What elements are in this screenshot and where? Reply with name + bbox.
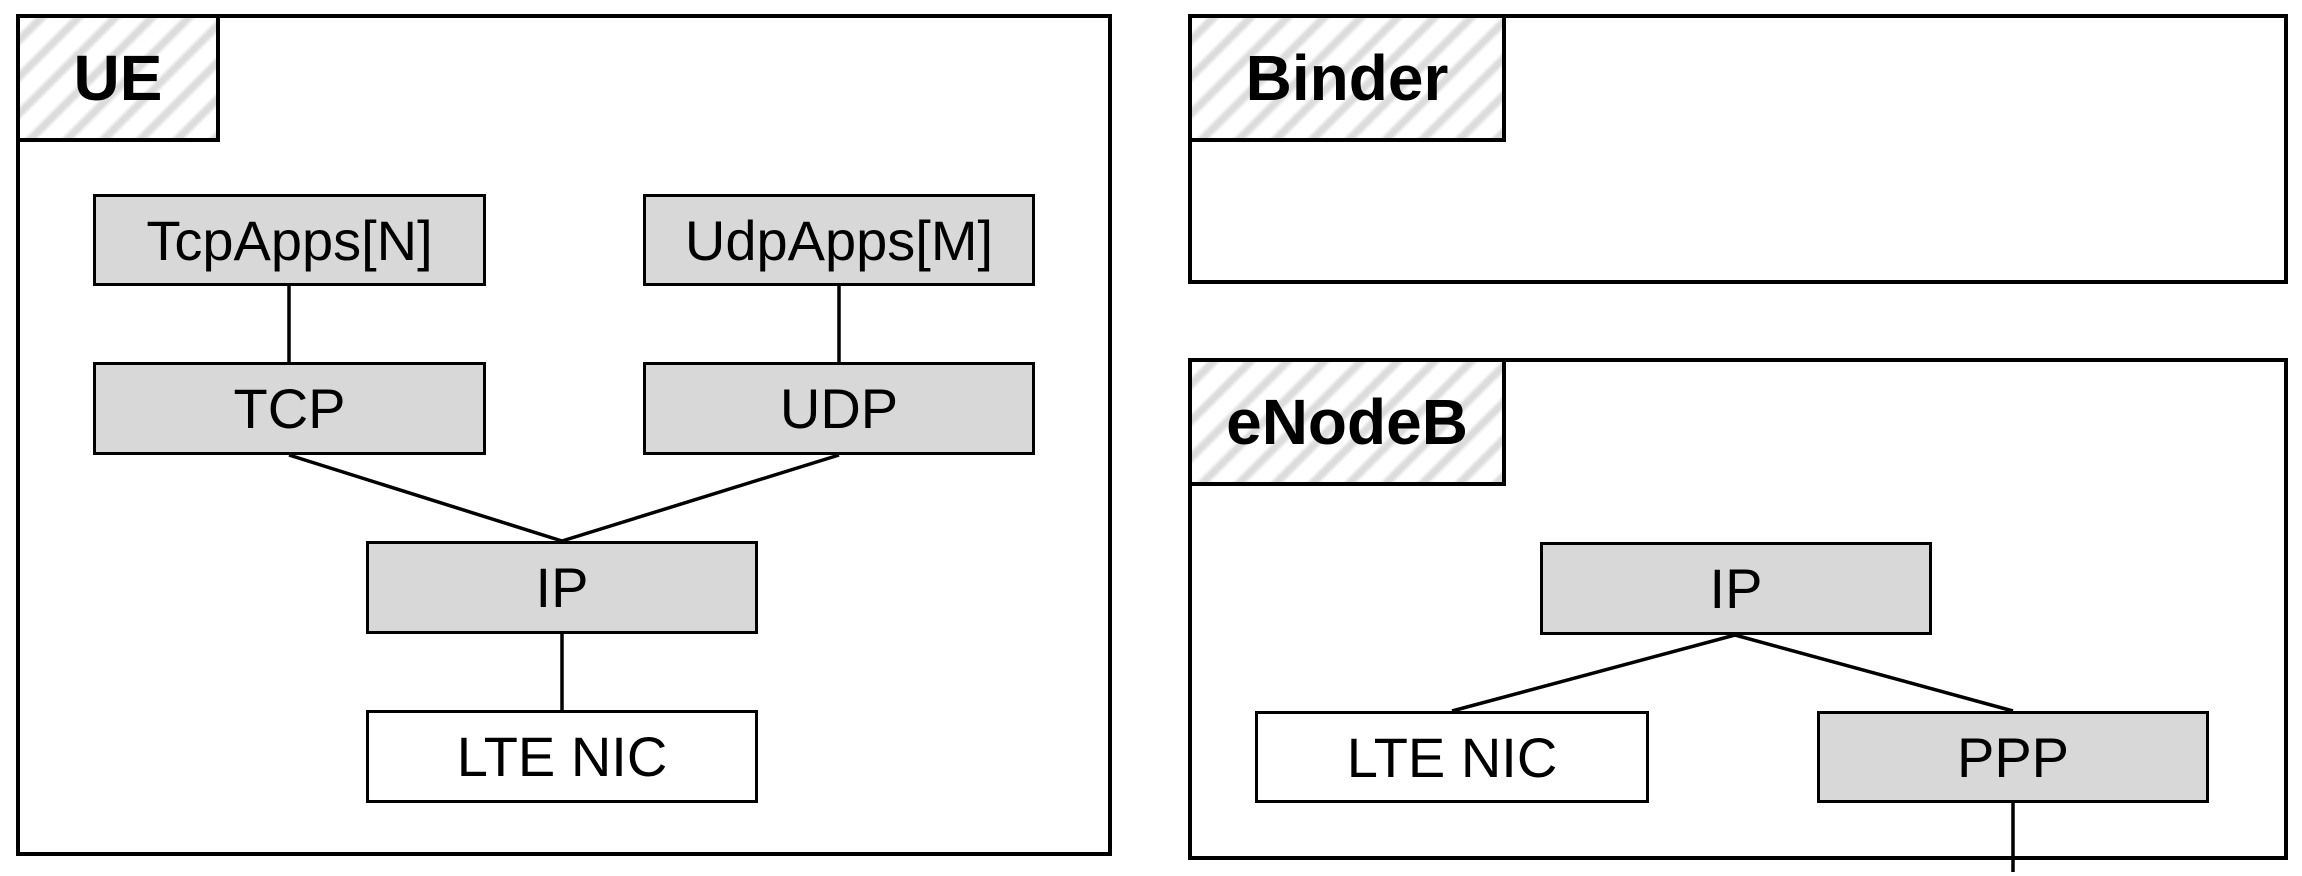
node-enb-ppp: PPP xyxy=(1817,711,2209,803)
node-udpapps: UdpApps[M] xyxy=(643,194,1035,286)
node-tcpapps: TcpApps[N] xyxy=(93,194,486,286)
edge-enb-ip-ltenic xyxy=(1451,633,1736,713)
node-ue-ip: IP xyxy=(366,541,758,634)
node-enb-lte-nic: LTE NIC xyxy=(1255,711,1649,803)
edge-udp-ip xyxy=(561,453,840,543)
node-ue-lte-nic: LTE NIC xyxy=(366,710,758,803)
edge-enb-ip-ppp xyxy=(1734,633,2014,713)
node-tcp: TCP xyxy=(93,362,486,455)
panel-binder-title: Binder xyxy=(1188,14,1506,142)
edge-tcp-ip xyxy=(288,453,563,543)
node-enb-ip: IP xyxy=(1540,542,1932,635)
panel-enodeb-title: eNodeB xyxy=(1188,358,1506,486)
node-udp: UDP xyxy=(643,362,1035,455)
panel-ue-title: UE xyxy=(16,14,220,142)
